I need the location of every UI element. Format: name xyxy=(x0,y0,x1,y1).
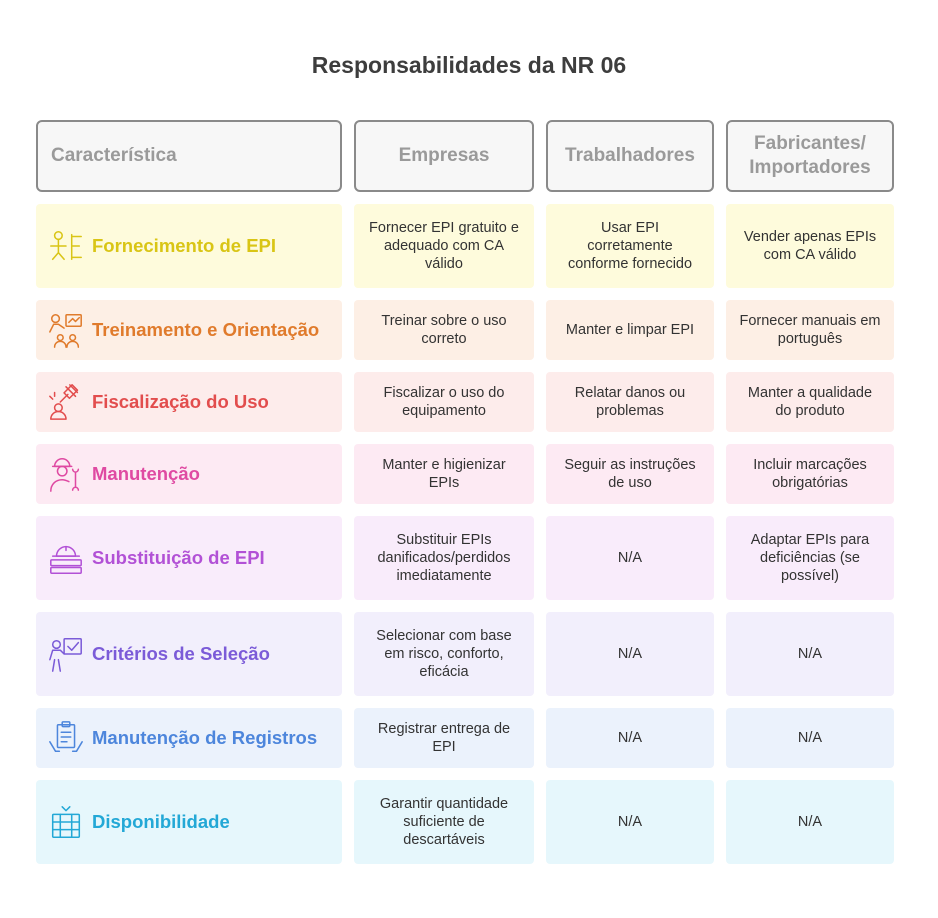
training-group-icon xyxy=(46,310,86,350)
cell-fabricantes: Adaptar EPIs para deficiências (se possí… xyxy=(726,516,894,600)
clipboard-hands-icon xyxy=(46,718,86,758)
cell-empresas: Manter e higienizar EPIs xyxy=(354,444,534,504)
row-feature-fiscalizacao: Fiscalização do Uso xyxy=(36,372,342,432)
feature-label: Substituição de EPI xyxy=(92,547,265,568)
cell-fabricantes: N/A xyxy=(726,780,894,864)
worker-wrench-icon xyxy=(46,454,86,494)
feature-label: Fornecimento de EPI xyxy=(92,235,277,256)
cell-empresas: Selecionar com base em risco, conforto, … xyxy=(354,612,534,696)
cell-trabalhadores: N/A xyxy=(546,516,714,600)
cell-trabalhadores: Manter e limpar EPI xyxy=(546,300,714,360)
cell-trabalhadores: Seguir as instruções de uso xyxy=(546,444,714,504)
cell-fabricantes: Incluir marcações obrigatórias xyxy=(726,444,894,504)
cell-fabricantes: N/A xyxy=(726,612,894,696)
row-feature-disponibilidade: Disponibilidade xyxy=(36,780,342,864)
row-feature-fornecimento: Fornecimento de EPI xyxy=(36,204,342,288)
storage-stack-icon xyxy=(46,802,86,842)
cell-empresas: Fornecer EPI gratuito e adequado com CA … xyxy=(354,204,534,288)
header-empresas: Empresas xyxy=(354,120,534,192)
feature-label: Manutenção xyxy=(92,463,200,484)
feature-label: Manutenção de Registros xyxy=(92,727,318,748)
person-equipment-icon xyxy=(46,226,86,266)
gavel-person-icon xyxy=(46,382,86,422)
header-trabalhadores: Trabalhadores xyxy=(546,120,714,192)
header-fabricantes: Fabricantes/ Importadores xyxy=(726,120,894,192)
row-feature-manutencao: Manutenção xyxy=(36,444,342,504)
cell-fabricantes: Fornecer manuais em português xyxy=(726,300,894,360)
feature-label: Treinamento e Orientação xyxy=(92,319,320,340)
cell-empresas: Garantir quantidade suficiente de descar… xyxy=(354,780,534,864)
cell-fabricantes: Manter a qualidade do produto xyxy=(726,372,894,432)
feature-label: Fiscalização do Uso xyxy=(92,391,269,412)
cell-fabricantes: Vender apenas EPIs com CA válido xyxy=(726,204,894,288)
cell-empresas: Substituir EPIs danificados/perdidos ime… xyxy=(354,516,534,600)
cell-empresas: Treinar sobre o uso correto xyxy=(354,300,534,360)
cell-trabalhadores: N/A xyxy=(546,780,714,864)
row-feature-criterios: Critérios de Seleção xyxy=(36,612,342,696)
cell-empresas: Registrar entrega de EPI xyxy=(354,708,534,768)
row-feature-registros: Manutenção de Registros xyxy=(36,708,342,768)
feature-label: Critérios de Seleção xyxy=(92,643,270,664)
header-caracteristica: Característica xyxy=(36,120,342,192)
feature-label: Disponibilidade xyxy=(92,811,230,832)
presenter-check-icon xyxy=(46,634,86,674)
cell-trabalhadores: N/A xyxy=(546,612,714,696)
header-fabricantes-label: Fabricantes/ Importadores xyxy=(749,133,871,178)
row-feature-substituicao: Substituição de EPI xyxy=(36,516,342,600)
cell-trabalhadores: N/A xyxy=(546,708,714,768)
cell-trabalhadores: Usar EPI corretamente conforme fornecido xyxy=(546,204,714,288)
cell-fabricantes: N/A xyxy=(726,708,894,768)
row-feature-treinamento: Treinamento e Orientação xyxy=(36,300,342,360)
cell-trabalhadores: Relatar danos ou problemas xyxy=(546,372,714,432)
hardhat-stack-icon xyxy=(46,538,86,578)
page-title: Responsabilidades da NR 06 xyxy=(311,52,627,78)
cell-empresas: Fiscalizar o uso do equipamento xyxy=(354,372,534,432)
